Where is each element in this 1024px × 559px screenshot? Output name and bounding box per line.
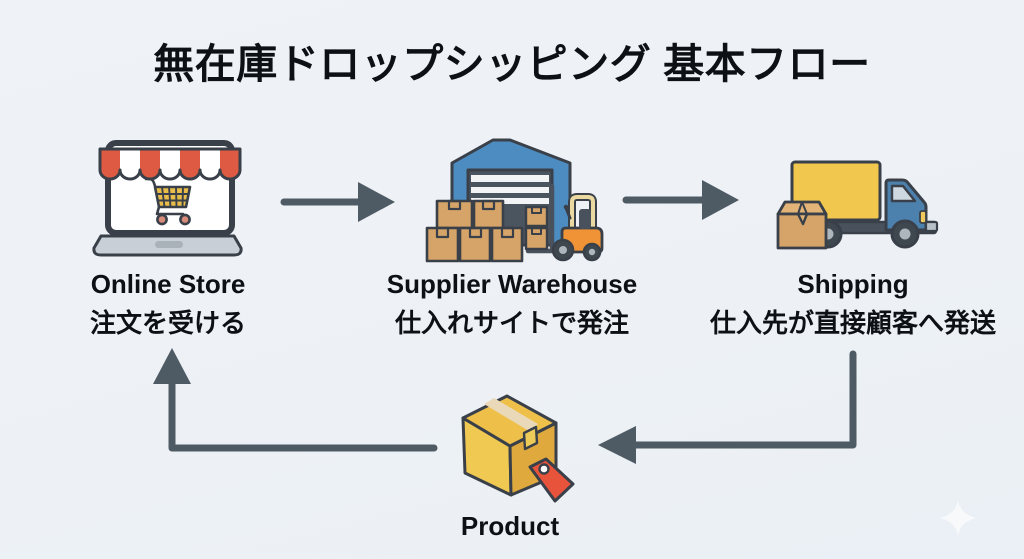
diagram-title: 無在庫ドロップシッピング 基本フロー	[153, 41, 871, 87]
product-label: Product	[460, 511, 560, 541]
delivery-truck-icon	[776, 160, 939, 250]
online-store-sublabel: 注文を受ける	[89, 308, 246, 338]
arrow-store-to-warehouse	[280, 182, 395, 222]
shipping-label: Shipping	[797, 269, 909, 299]
parcel-box	[776, 200, 828, 250]
shipping-sublabel: 仕入先が直接顧客へ発送	[709, 308, 996, 338]
warehouse-forklift-icon	[425, 138, 604, 263]
online-store-laptop-icon	[92, 140, 243, 257]
supplier-warehouse-label: Supplier Warehouse	[386, 269, 638, 299]
forklift	[551, 193, 604, 262]
supplier-warehouse-sublabel: 仕入れサイトで発注	[394, 308, 629, 338]
arrow-shipping-to-product	[598, 350, 857, 464]
product-box-tag-icon	[461, 394, 575, 503]
pallet-boxes	[524, 205, 549, 251]
arrow-warehouse-to-shipping	[622, 180, 739, 220]
arrow-product-to-store	[153, 348, 438, 452]
awning-stripes	[98, 147, 242, 181]
warehouse-boxes	[425, 199, 524, 263]
online-store-label: Online Store	[90, 269, 246, 299]
price-tag	[528, 457, 575, 503]
sparkle-watermark	[940, 500, 976, 536]
